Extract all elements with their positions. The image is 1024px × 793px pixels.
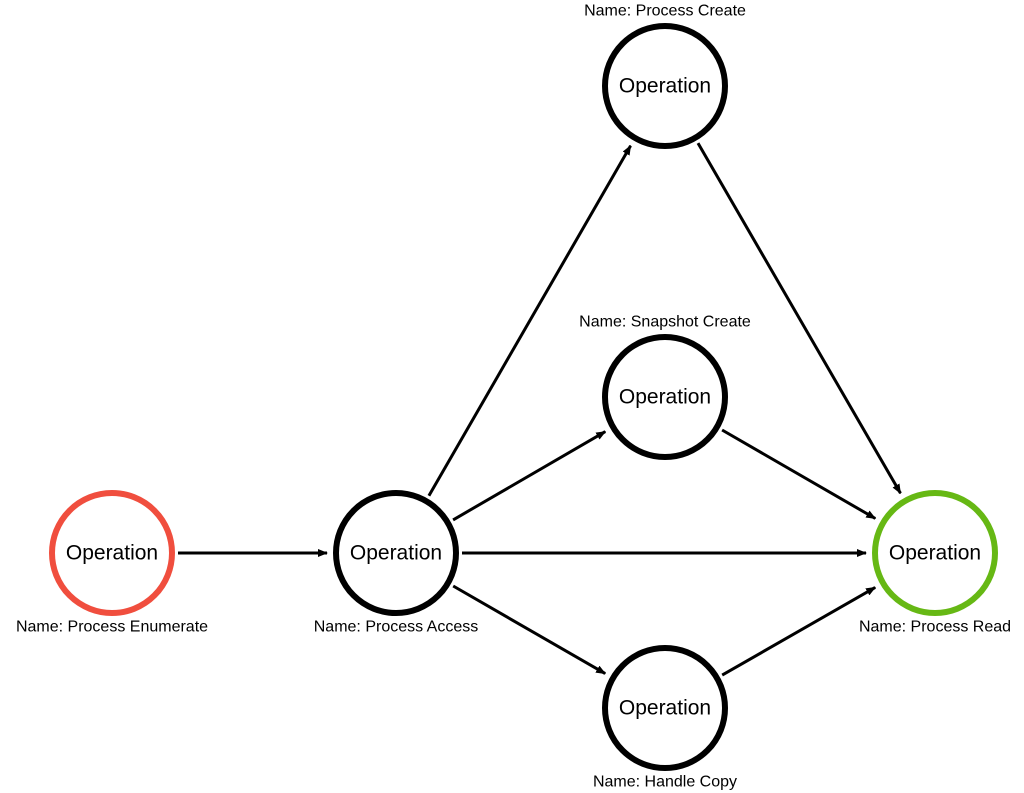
- edge-handle-copy-to-process-read: [721, 586, 877, 677]
- node-process-create[interactable]: Operation Name: Process Create: [584, 3, 746, 149]
- node-type-text: Operation: [66, 542, 158, 565]
- node-type-text: Operation: [350, 542, 442, 565]
- edge-snapshot-create-to-process-read: [721, 428, 877, 520]
- node-circle: [602, 645, 728, 771]
- node-name-label: Name: Handle Copy: [593, 774, 737, 791]
- edge-process-create-to-process-read: [696, 142, 902, 495]
- node-circle: [49, 490, 175, 616]
- node-circle: [602, 23, 728, 149]
- node-type-text: Operation: [889, 542, 981, 565]
- edges-layer: [178, 142, 902, 677]
- node-name-label: Name: Process Access: [314, 619, 479, 636]
- node-name-label: Name: Process Enumerate: [16, 619, 208, 636]
- node-name-label: Name: Process Read: [859, 619, 1011, 636]
- node-type-text: Operation: [619, 697, 711, 720]
- node-name-label: Name: Process Create: [584, 3, 746, 20]
- node-name-label: Name: Snapshot Create: [579, 314, 751, 331]
- edge-process-access-to-process-create: [427, 144, 632, 497]
- node-circle: [602, 334, 728, 460]
- node-type-text: Operation: [619, 75, 711, 98]
- edge-process-access-to-snapshot-create: [452, 430, 607, 522]
- node-circle: [872, 490, 998, 616]
- node-snapshot-create[interactable]: Operation Name: Snapshot Create: [579, 314, 751, 460]
- edge-process-access-to-handle-copy: [452, 584, 607, 675]
- node-type-text: Operation: [619, 386, 711, 409]
- node-circle: [333, 490, 459, 616]
